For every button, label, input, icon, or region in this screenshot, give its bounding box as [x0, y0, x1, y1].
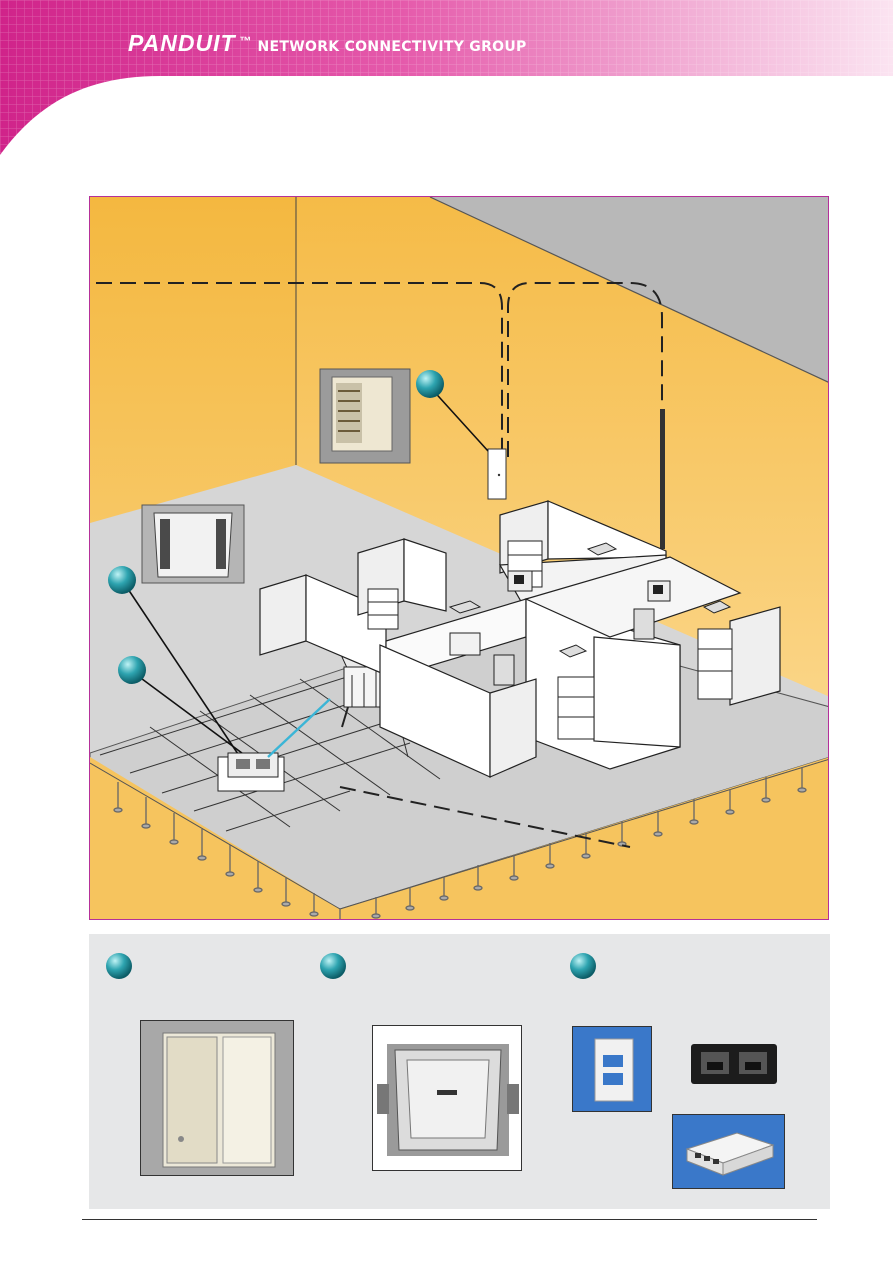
surface-mount-box-icon	[672, 1114, 785, 1189]
wall-mount-enclosure-icon	[140, 1020, 294, 1176]
floor-box-icon	[372, 1025, 522, 1171]
floor-box-icon	[217, 752, 285, 792]
floor-box-inset-photo	[141, 504, 245, 584]
callout-markers	[108, 370, 489, 760]
callout-marker-3	[570, 953, 596, 979]
office-illustration	[90, 197, 828, 919]
footer-rule	[82, 1219, 817, 1220]
callout-marker-2	[320, 953, 346, 979]
wall-enclosure-icon	[487, 448, 507, 500]
group-name: NETWORK CONNECTIVITY GROUP	[257, 39, 527, 55]
brand-name: PANDUIT	[128, 30, 236, 56]
faceplate-icon	[572, 1026, 652, 1112]
header-band	[0, 0, 893, 155]
office-scene	[89, 196, 829, 920]
modular-jack-icon	[691, 1044, 777, 1084]
callout-marker-1	[106, 953, 132, 979]
enclosure-inset-photo	[319, 368, 411, 464]
trademark: ™	[239, 33, 252, 48]
workstation-icon	[448, 542, 732, 686]
products-panel	[89, 934, 830, 1209]
